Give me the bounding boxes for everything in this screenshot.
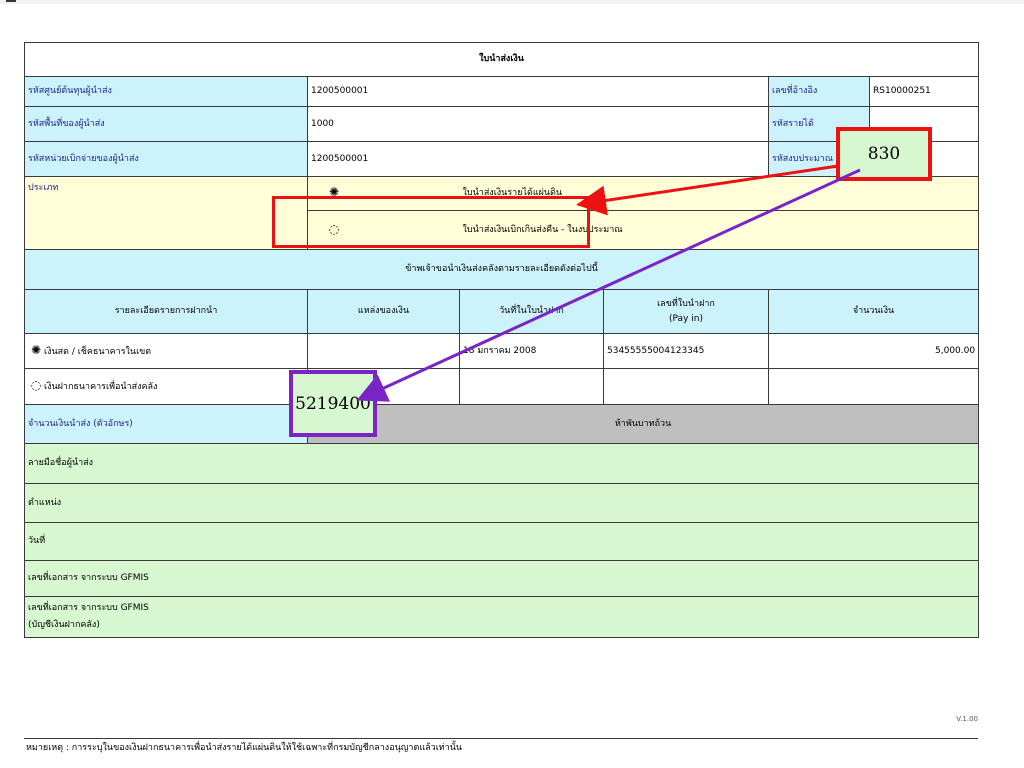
gfmis-deposit-label: เลขที่เอกสาร จากระบบ GFMIS — [28, 603, 149, 613]
column-payin-sub: (Pay in) — [669, 313, 703, 324]
version-label: V.1.00 — [956, 715, 978, 723]
line-item-payin[interactable]: 53455555004123345 — [603, 333, 769, 369]
radio-selected-icon: ✺ — [328, 185, 340, 199]
line-item-label: เงินสด / เช็คธนาคารในเขต — [44, 346, 152, 357]
agency-code-value[interactable]: 1200500001 — [307, 76, 769, 107]
reference-value[interactable]: RS10000251 — [868, 76, 980, 107]
type-label: ประเภท — [24, 176, 308, 250]
line-item-amount[interactable]: 5,000.00 — [767, 333, 980, 369]
line-item-payin[interactable] — [603, 368, 769, 405]
radio-selected-icon: ✺ — [30, 342, 42, 357]
radio-empty-icon: ◌ — [30, 378, 42, 392]
column-payin-title: เลขที่ใบนำฝาก — [657, 298, 715, 309]
radio-empty-icon: ◌ — [328, 221, 340, 236]
red-arrow — [576, 164, 839, 216]
gfmis-deposit-number[interactable]: เลขที่เอกสาร จากระบบ GFMIS (บัญชีเงินฝากค… — [23, 596, 980, 638]
column-amount: จำนวนเงิน — [767, 289, 980, 334]
agency-code-label: รหัสศูนย์ต้นทุนผู้นำส่ง — [24, 76, 308, 107]
window-mark — [6, 0, 16, 2]
income-code-callout: 830 — [836, 127, 932, 181]
unit-code-label: รหัสหน่วยเบิกจ่ายของผู้นำส่ง — [24, 141, 308, 177]
unit-code-value[interactable]: 1200500001 — [307, 141, 769, 177]
line-item-label: เงินฝากธนาคารเพื่อนำส่งคลัง — [44, 382, 158, 392]
gfmis-deposit-sublabel: (บัญชีเงินฝากคลัง) — [28, 620, 100, 630]
signature-position[interactable]: ตำแหน่ง — [23, 483, 980, 523]
line-item-date[interactable]: 18 มกราคม 2008 — [459, 333, 604, 369]
gfmis-doc-number[interactable]: เลขที่เอกสาร จากระบบ GFMIS — [23, 560, 980, 597]
type-option-2-radio[interactable]: ◌ — [307, 210, 460, 250]
type-option-2-label: ใบนำส่งเงินเบิกเกินส่งคืน - ในงบประมาณ — [459, 210, 980, 250]
line-item-source[interactable] — [307, 333, 460, 369]
income-code-label: รหัสรายได้ — [768, 106, 870, 142]
top-divider — [0, 0, 1024, 4]
signature-date[interactable]: วันที่ — [23, 522, 980, 561]
line-item-amount[interactable] — [767, 368, 980, 405]
total-label: จำนวนเงินนำส่ง (ตัวอักษร) — [24, 404, 308, 444]
type-option-1-radio[interactable]: ✺ — [307, 176, 460, 211]
section-header: ข้าพเจ้าขอนำเงินส่งคลังตามรายละเอียดดังต… — [23, 249, 980, 290]
line-item-date[interactable] — [459, 368, 604, 405]
reference-label: เลขที่อ้างอิง — [768, 76, 870, 107]
purple-arrow — [356, 168, 861, 402]
column-source: แหล่งของเงิน — [307, 289, 460, 334]
remittance-form: ใบนำส่งเงิน รหัสศูนย์ต้นทุนผู้นำส่ง 1200… — [23, 42, 980, 638]
footer-note: หมายเหตุ : การระบุในของเงินฝากธนาคารเพื่… — [24, 738, 978, 756]
type-highlight-box — [272, 196, 590, 248]
area-code-label: รหัสพื้นที่ของผู้นำส่ง — [24, 106, 308, 142]
